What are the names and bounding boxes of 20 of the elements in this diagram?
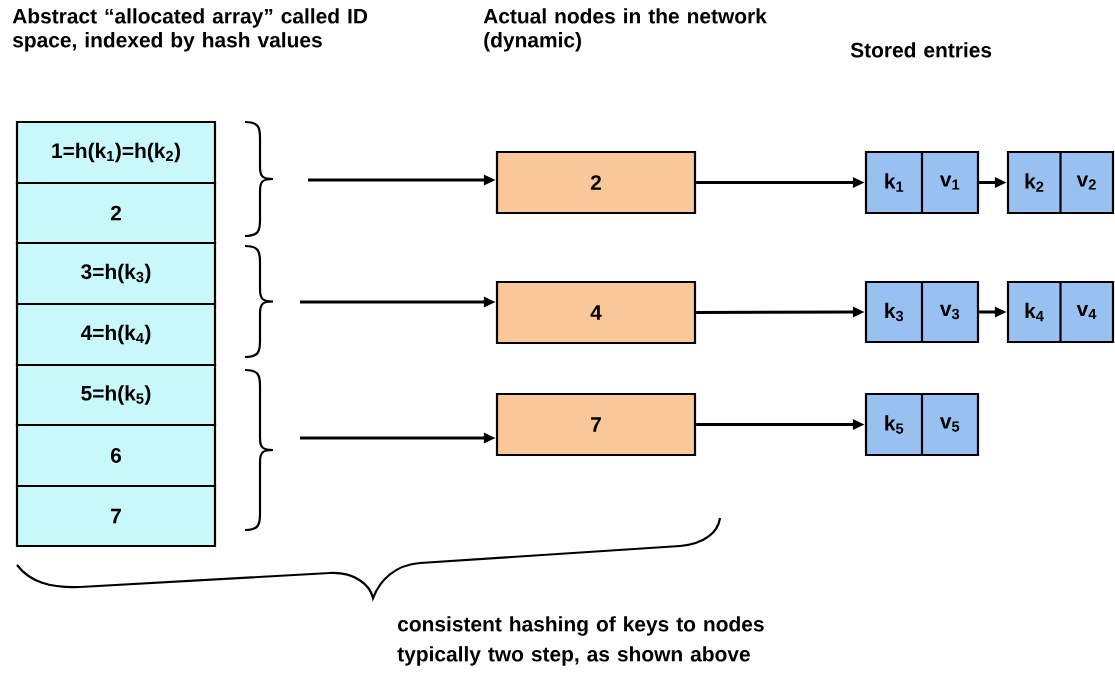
heading: Stored entries: [850, 42, 992, 58]
array-cell: 1=h(k$_{1}$)=h(k$_{2}$): [15, 120, 217, 185]
caption: consistent hashing of keys to nodes: [398, 616, 764, 636]
heading: Actual nodes in the network (dynamic): [483, 8, 767, 52]
array-cell: 4=h(k$_{4}$): [15, 302, 217, 367]
entry-box: k$_{1}$ v$_{1}$: [864, 150, 980, 215]
array-cell: 2: [15, 181, 217, 245]
entry-box: k$_{5}$ v$_{5}$: [864, 392, 980, 457]
array-cell: 5=h(k$_{5}$): [15, 363, 217, 427]
entry-box: k$_{4}$ v$_{4}$: [1006, 280, 1115, 344]
array-cell: 6: [15, 423, 217, 488]
entry-box: k$_{2}$ v$_{2}$: [1006, 150, 1115, 215]
heading: Abstract “allocated array” called ID space, indexed by hash values: [12, 8, 368, 52]
entry-box: k$_{3}$ v$_{3}$: [864, 280, 980, 344]
caption: typically two step, as shown above: [397, 646, 750, 666]
network-node-box: 4: [495, 280, 697, 345]
array-cell: 7: [15, 484, 217, 548]
array-cell: 3=h(k$_{3}$): [15, 241, 217, 306]
network-node-box: 7: [495, 392, 697, 457]
network-node-box: 2: [495, 150, 697, 215]
